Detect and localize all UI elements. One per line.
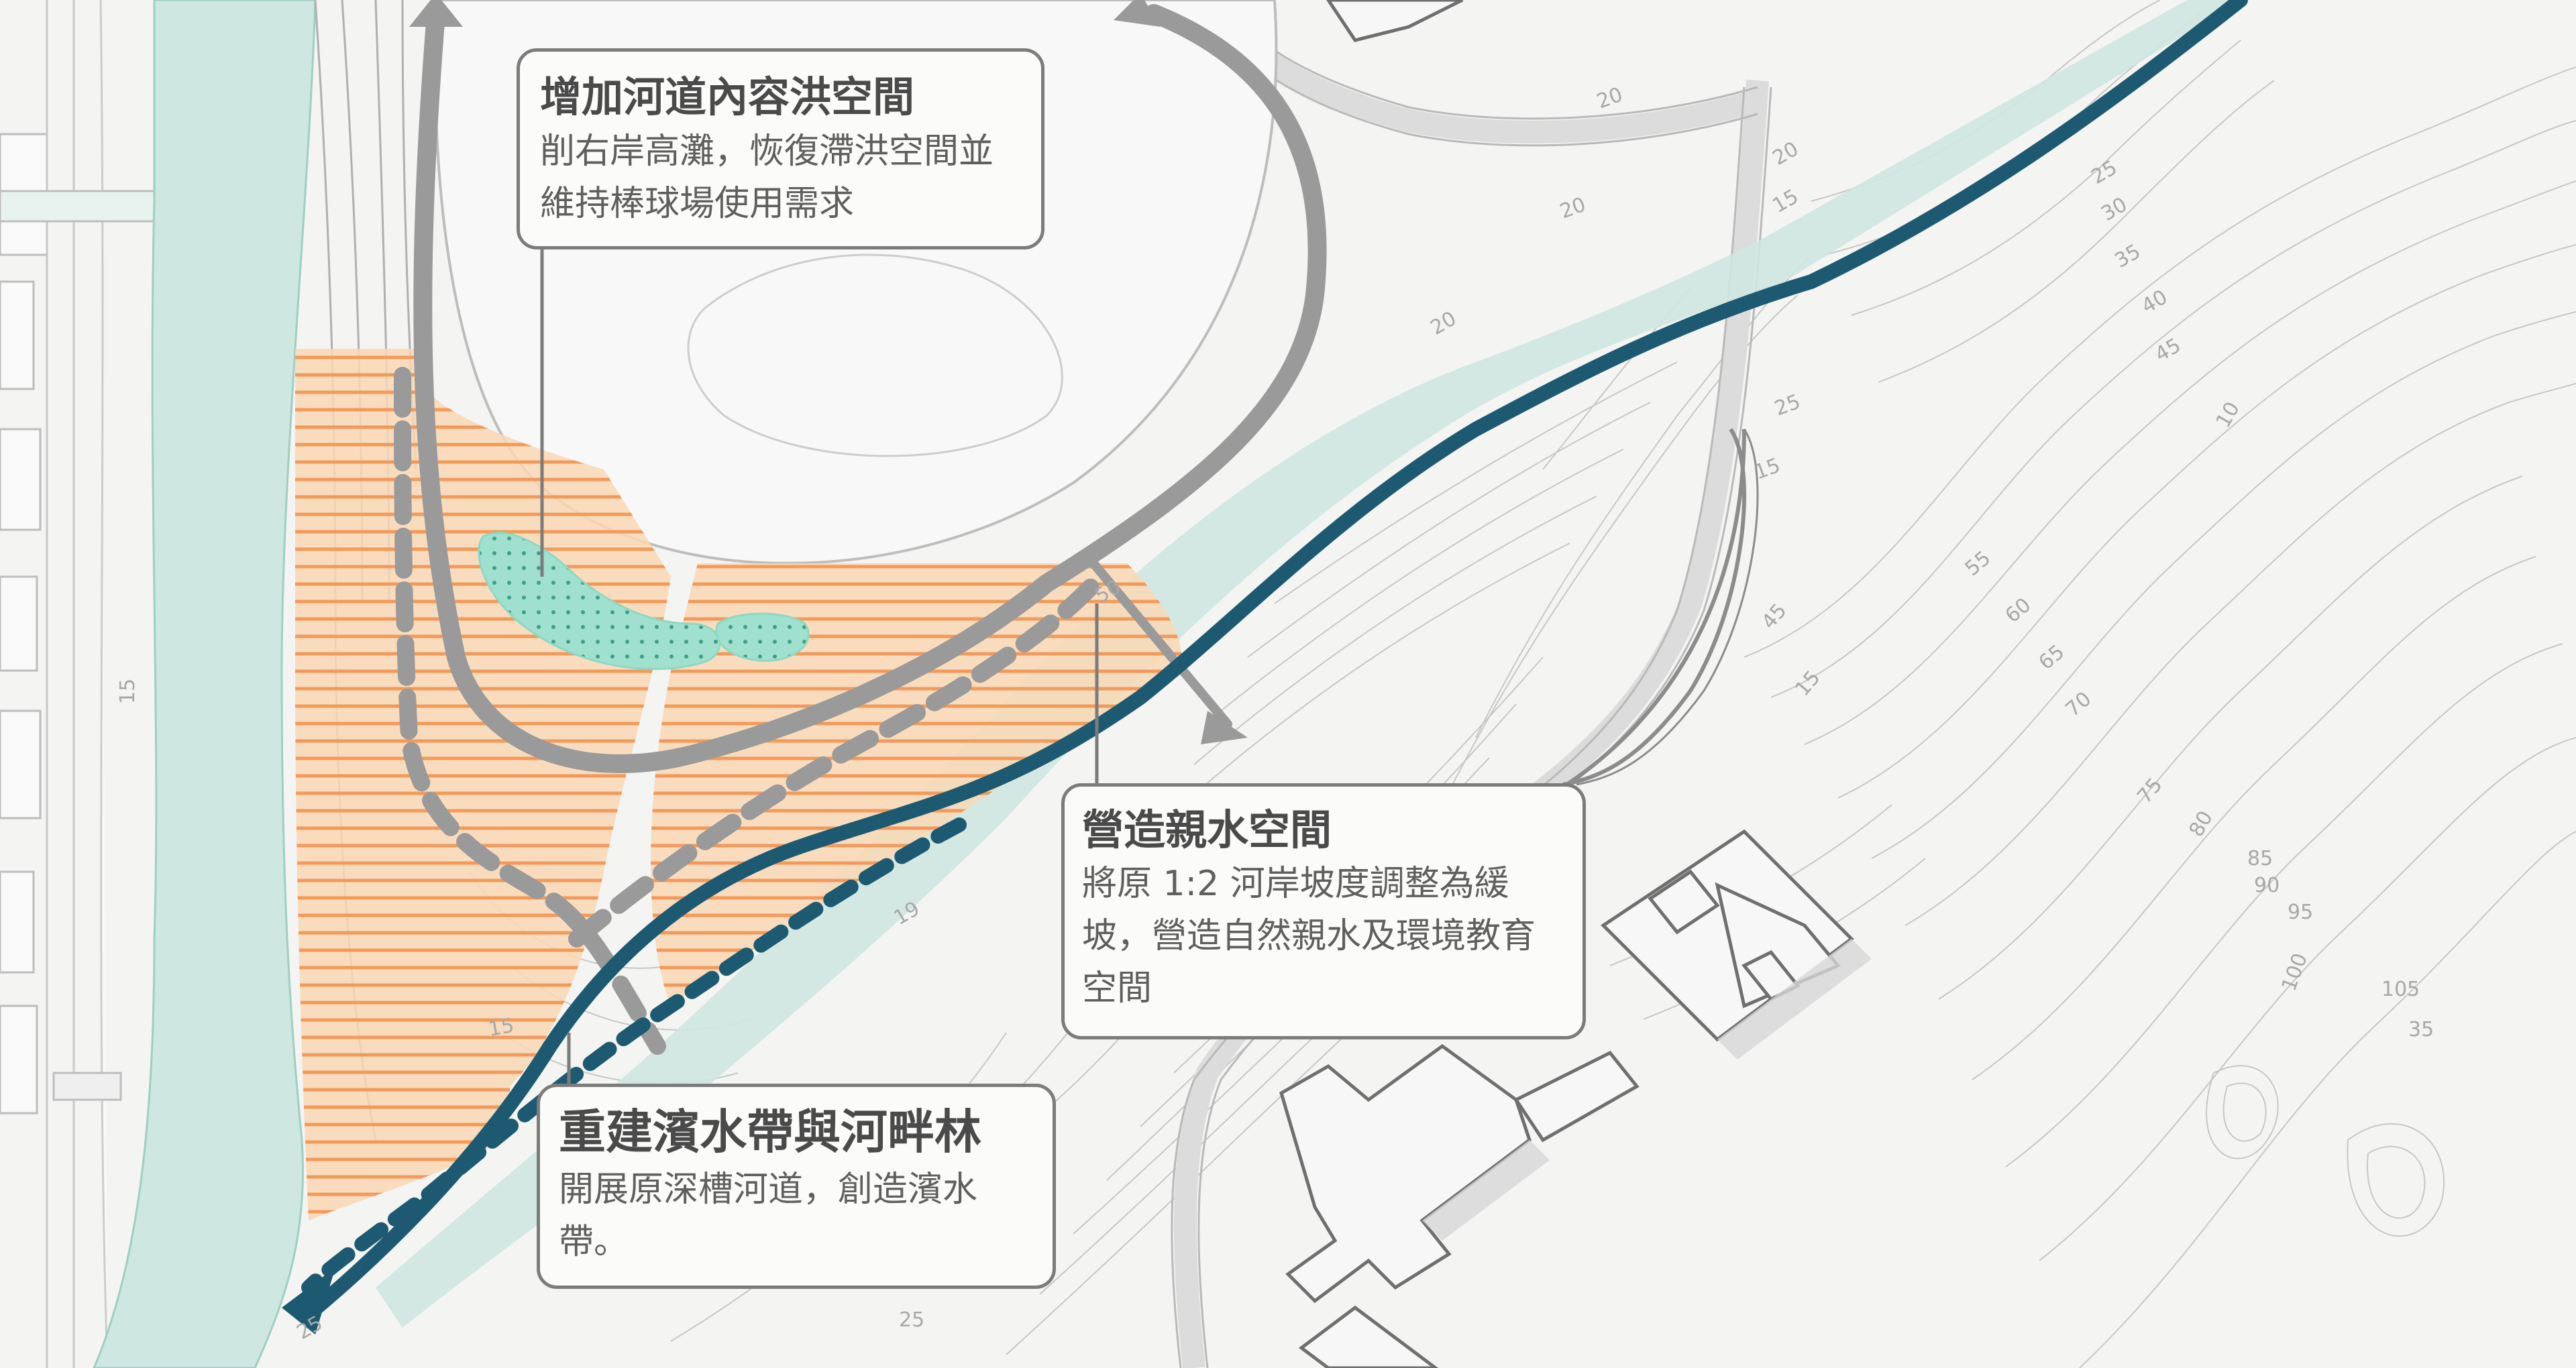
contour-label: 90 [2254, 874, 2279, 897]
callout-flood-space-body: 削右岸高灘，恢復滯洪空間並維持棒球場使用需求 [540, 131, 994, 224]
buildings-lower-right [1279, 829, 1854, 1368]
blue-arrowhead [282, 1267, 335, 1334]
contour-label: 85 [2247, 847, 2273, 870]
wetland-patch-2 [715, 612, 810, 663]
contour-label: 15 [116, 679, 140, 704]
retaining-wall [1555, 429, 1746, 793]
callout-waterfront-title: 營造親水空間 [1082, 805, 1332, 854]
building-shadows [1422, 939, 1872, 1241]
callout-leaders [540, 249, 1099, 1084]
north-buildings [1326, 0, 1464, 42]
gray-arrowheads [409, 0, 1248, 744]
callout-waterfront-body: 將原 1:2 河岸坡度調整為緩坡，營造自然親水及環境教育空間 [1082, 864, 1536, 1009]
callout-waterfront: 營造親水空間 將原 1:2 河岸坡度調整為緩坡，營造自然親水及環境教育空間 [1061, 783, 1586, 1039]
river [93, 0, 317, 1368]
callout-riparian-body: 開展原深槽河道，創造濱水帶。 [559, 1170, 978, 1262]
wetland-patch-1 [478, 532, 721, 671]
callout-riparian: 重建濱水帶與河畔林 開展原深槽河道，創造濱水帶。 [537, 1084, 1056, 1289]
left-buildings [0, 0, 176, 1368]
gray-arrow-icon [394, 4, 1327, 1055]
contour-label: 15 [486, 1014, 516, 1041]
callout-riparian-title: 重建濱水帶與河畔林 [559, 1104, 981, 1159]
callout-flood-space: 增加河道內容洪空間 削右岸高灘，恢復滯洪空間並維持棒球場使用需求 [517, 48, 1044, 249]
contour-label: 95 [2288, 901, 2313, 924]
contour-label: 35 [2408, 1018, 2434, 1041]
hatch-zone-west [295, 349, 671, 1220]
callout-flood-space-title: 增加河道內容洪空間 [540, 72, 915, 121]
hatch-zone-east [651, 563, 1182, 1006]
contour-label: 105 [2381, 978, 2420, 1001]
flow-arrow-icon [301, 0, 2248, 1322]
contour-label: 25 [899, 1308, 924, 1332]
